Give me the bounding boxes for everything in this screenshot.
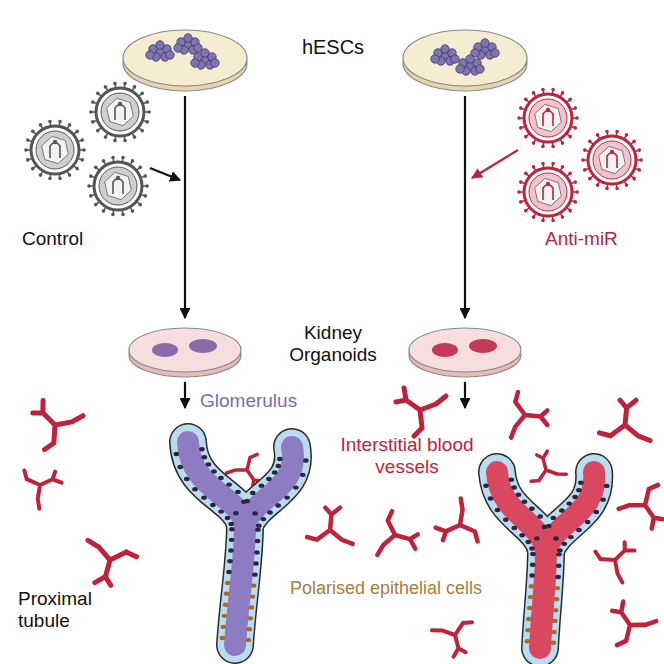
blood-vessel xyxy=(80,527,142,590)
stem-cell-dish xyxy=(123,30,247,91)
blood-vessel xyxy=(12,458,65,512)
structure-label: Polarised epithelial cells xyxy=(290,578,505,599)
blood-vessel xyxy=(299,501,359,562)
transduction-arrow xyxy=(150,168,180,180)
blood-vessel xyxy=(27,399,85,455)
blood-vessel xyxy=(493,384,554,444)
condition-label: Control xyxy=(22,228,132,250)
condition-label: Anti-miR xyxy=(545,228,657,250)
blood-vessel xyxy=(432,495,492,556)
blood-vessel xyxy=(616,475,664,531)
blood-vessel xyxy=(365,506,422,562)
flow-arrow xyxy=(464,382,466,408)
flow-arrow xyxy=(464,96,466,318)
organoid-dish xyxy=(409,328,521,377)
proximal-tubule xyxy=(483,472,609,648)
stage-label: Kidney Organoids xyxy=(270,322,396,366)
blood-vessel xyxy=(591,537,636,583)
anti-mir-virus xyxy=(517,162,579,223)
anti-mir-virus xyxy=(581,130,643,191)
structure-label: Glomerulus xyxy=(200,390,330,412)
flow-arrow xyxy=(184,96,186,318)
flow-arrow xyxy=(184,382,186,408)
blood-vessel xyxy=(590,393,657,460)
control-virus xyxy=(24,120,86,181)
blood-vessel xyxy=(225,447,269,491)
control-virus xyxy=(87,156,149,217)
cell-label: hESCs xyxy=(283,36,383,59)
control-virus xyxy=(89,82,151,143)
anti-mir-virus xyxy=(517,88,579,149)
blood-vessel xyxy=(602,599,659,655)
structure-label: Interstitial blood vessels xyxy=(322,434,492,478)
blood-vessel xyxy=(428,606,483,661)
stem-cell-dish xyxy=(403,30,527,91)
blood-vessel xyxy=(396,388,446,436)
blood-vessel xyxy=(521,447,569,495)
proximal-tubule xyxy=(174,442,309,645)
organoid-dish xyxy=(129,328,241,377)
structure-label: Proximal tubule xyxy=(18,588,108,632)
transduction-arrow xyxy=(472,150,518,178)
